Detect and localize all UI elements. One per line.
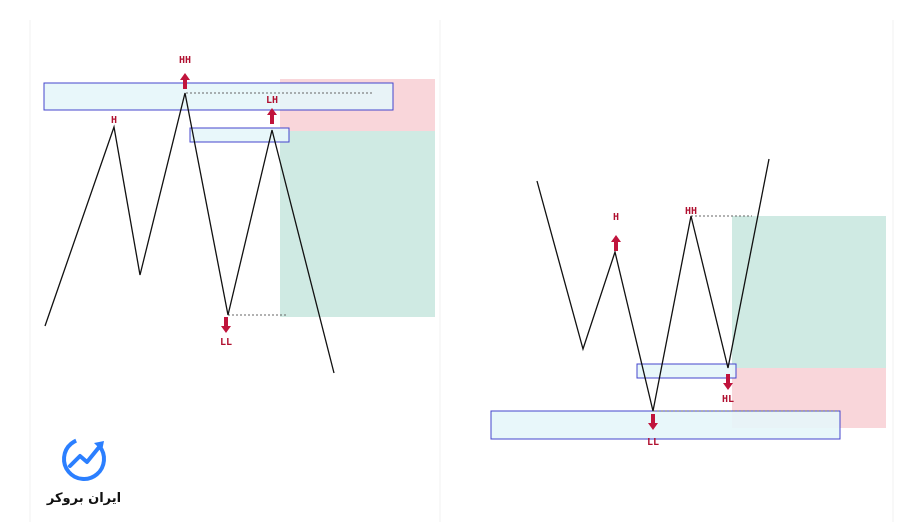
left-lh-up-arrow-icon: [267, 108, 277, 124]
right-label-h: H: [613, 212, 619, 223]
left-hh-order-block: [43, 82, 394, 111]
right-label-hh: HH: [685, 206, 697, 217]
brand-name: ایران بروکر: [46, 491, 121, 506]
left-lh-order-block: [189, 127, 290, 143]
right-hl-order-block: [636, 363, 737, 379]
left-panel: H HH LH LL: [43, 55, 435, 374]
growth-chart-logo-icon: [62, 437, 106, 481]
brand-logo: ایران بروکر: [46, 437, 121, 506]
right-demand-zone: [732, 216, 886, 368]
left-label-lh: LH: [266, 95, 278, 106]
right-ll-down-arrow-icon: [648, 414, 658, 430]
right-hl-down-arrow-icon: [723, 374, 733, 390]
right-panel: H HH HL LL: [490, 158, 886, 448]
left-label-hh: HH: [179, 55, 191, 66]
right-h-up-arrow-icon: [611, 235, 621, 251]
left-hh-up-arrow-icon: [180, 73, 190, 89]
left-ll-down-arrow-icon: [221, 317, 231, 333]
left-label-ll: LL: [220, 337, 232, 348]
right-label-hl: HL: [722, 394, 734, 405]
right-ll-order-block: [490, 410, 841, 440]
left-price-path: [44, 92, 335, 374]
left-demand-zone: [280, 131, 435, 317]
left-label-h: H: [111, 115, 117, 126]
right-label-ll: LL: [647, 437, 659, 448]
right-price-path: [536, 158, 770, 412]
